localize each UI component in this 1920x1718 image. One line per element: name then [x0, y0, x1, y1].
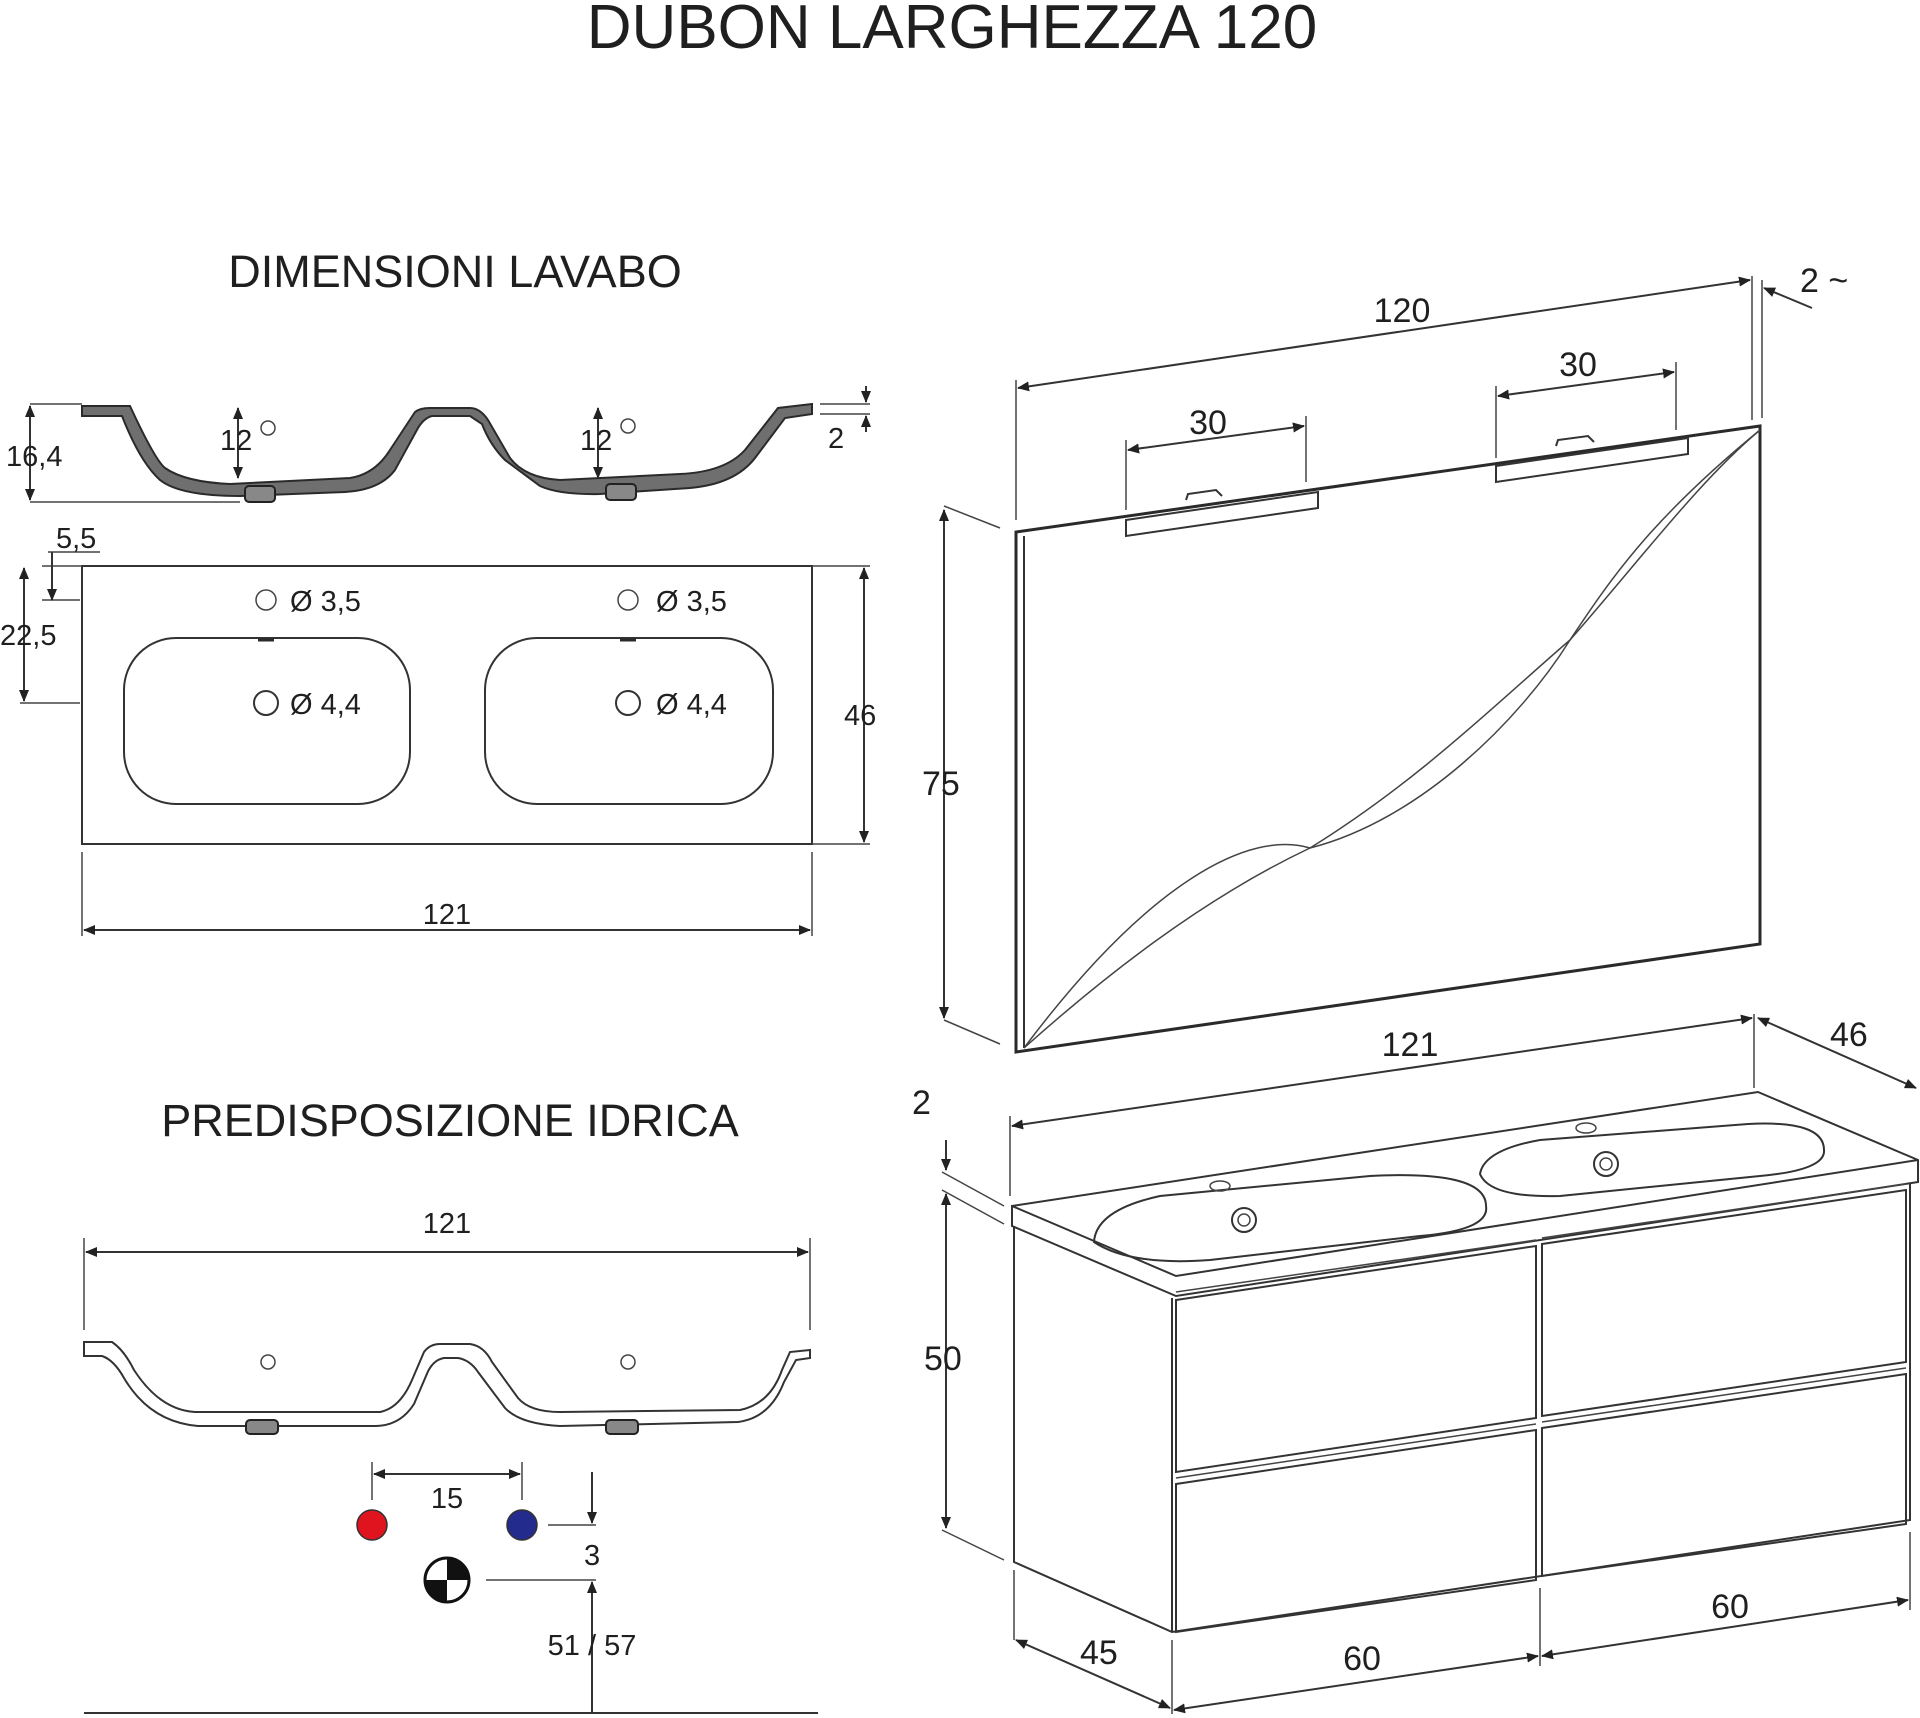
waste-fitting-left — [244, 485, 276, 503]
top-thickness-label: 2 — [912, 1084, 931, 1122]
basin-bowl-left — [123, 637, 411, 805]
edge-to-hole-label: 5,5 — [56, 523, 96, 555]
mirror-panel — [1014, 424, 1762, 1054]
mirror-depth-label: 2 ~ — [1800, 262, 1848, 300]
basin-section-heading: DIMENSIONI LAVABO — [228, 246, 681, 297]
basin-height-label: 16,4 — [6, 441, 62, 473]
basin-depth-right-label: 12 — [580, 425, 612, 457]
hot-cold-spacing-label: 15 — [431, 1483, 463, 1515]
basin-outline-section — [83, 1341, 811, 1428]
waste-hole-right-icon — [615, 690, 641, 716]
drawer-front-bottom-right — [1541, 1372, 1907, 1578]
overflow-hole-right-side — [620, 418, 636, 434]
hot-water-inlet-icon — [356, 1509, 388, 1541]
top-depth-label: 46 — [1830, 1016, 1868, 1054]
drawer-width-right-label: 60 — [1711, 1588, 1749, 1626]
tap-hole-right-label: Ø 3,5 — [656, 586, 727, 618]
waste-hole-left-label: Ø 4,4 — [290, 689, 361, 721]
basin-depth-label: 46 — [844, 700, 876, 732]
waste-hole-left-icon — [253, 690, 279, 716]
vanity-basin-right — [1478, 1122, 1825, 1198]
cabinet-depth-label: 45 — [1080, 1634, 1118, 1672]
drawer-front-top-right — [1541, 1188, 1907, 1418]
vanity-top — [1011, 1090, 1919, 1298]
plumbing-waste-right — [605, 1419, 639, 1435]
tap-hole-left-label: Ø 3,5 — [290, 586, 361, 618]
cold-water-inlet-icon — [506, 1509, 538, 1541]
cabinet-height-label: 50 — [924, 1340, 962, 1378]
drain-outlet-icon — [423, 1556, 471, 1604]
floor-height-label: 51 / 57 — [548, 1630, 637, 1662]
overflow-hole-left-side — [260, 420, 276, 436]
mirror-width-label: 120 — [1374, 292, 1431, 330]
mirror-wave-decoration — [1023, 429, 1761, 1049]
basin-bowl-right — [484, 637, 774, 805]
basin-depth-left-label: 12 — [220, 425, 252, 457]
edge-to-waste-label: 22,5 — [0, 620, 56, 652]
lamp-left — [1125, 490, 1319, 538]
plumbing-waste-left — [245, 1419, 279, 1435]
lamp-left-width-label: 30 — [1189, 404, 1227, 442]
tap-hole-right-icon — [617, 589, 639, 611]
plumbing-width-label: 121 — [423, 1208, 471, 1240]
tap-hole-left-icon — [255, 589, 277, 611]
waste-hole-right-label: Ø 4,4 — [656, 689, 727, 721]
plumbing-section-heading: PREDISPOSIZIONE IDRICA — [161, 1095, 739, 1146]
waste-fitting-right — [605, 483, 637, 501]
plumbing-section: PREDISPOSIZIONE IDRICA 121 15 3 51 / 57 — [83, 1095, 818, 1714]
rim-thickness-label: 2 — [828, 423, 844, 455]
drawer-width-left-label: 60 — [1343, 1640, 1381, 1678]
vanity-basin-left — [1092, 1174, 1488, 1263]
basin-side-section — [81, 402, 813, 498]
mirror-height-label: 75 — [922, 765, 960, 803]
basin-width-label: 121 — [423, 899, 471, 931]
drawer-front-bottom-left — [1175, 1428, 1537, 1634]
drawer-front-top-left — [1175, 1244, 1537, 1474]
assembly-view: 30 30 120 2 ~ 75 — [912, 262, 1919, 1714]
drain-offset-label: 3 — [584, 1540, 600, 1572]
basin-dimensions-section: DIMENSIONI LAVABO 16,4 12 12 2 Ø 3,5 Ø 3 — [0, 246, 876, 936]
drawing-title: DUBON LARGHEZZA 120 — [587, 0, 1317, 62]
basin-plan-outline — [81, 565, 813, 845]
top-width-label: 121 — [1382, 1026, 1439, 1064]
lamp-right — [1495, 436, 1689, 484]
lamp-right-width-label: 30 — [1559, 346, 1597, 384]
